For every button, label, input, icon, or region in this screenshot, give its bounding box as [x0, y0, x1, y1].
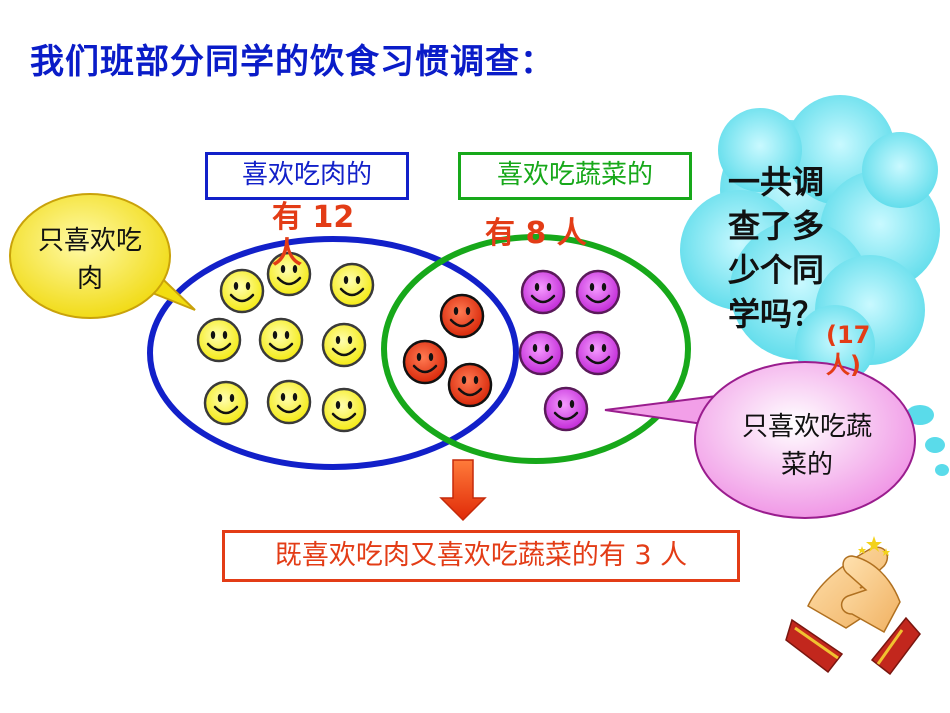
smiley-face-icon [575, 330, 621, 376]
smiley-face-icon [266, 379, 312, 425]
meat-set-ring [147, 236, 519, 470]
clapping-hands-icon [785, 546, 921, 676]
smiley-face-icon [575, 269, 621, 315]
smiley-face-icon [258, 317, 304, 363]
smiley-face-icon [520, 269, 566, 315]
meat-callout-bubble [9, 193, 196, 319]
thought-cloud [680, 95, 949, 476]
meat-set-count: 有 12 人 [272, 200, 355, 271]
veg-set-ring [381, 234, 691, 464]
smiley-face-icon [447, 362, 493, 408]
smiley-face-icon [321, 322, 367, 368]
smiley-face-icon [321, 387, 367, 433]
down-arrow-icon [439, 459, 487, 522]
smiley-face-icon [219, 268, 265, 314]
veg-callout-bubble [604, 361, 916, 519]
smiley-face-icon [439, 293, 485, 339]
cloud-answer: (17人) [826, 321, 871, 379]
smiley-face-icon [402, 339, 448, 385]
only-veg-callout: 只喜欢吃蔬菜的 [741, 412, 872, 480]
smiley-face-icon [543, 386, 589, 432]
veg-set-label: 喜欢吃蔬菜的 [458, 152, 692, 200]
smiley-face-icon [203, 380, 249, 426]
smiley-face-icon [196, 317, 242, 363]
page-title: 我们班部分同学的饮食习惯调查： [30, 42, 555, 82]
only-meat-callout: 只喜欢吃肉 [37, 226, 142, 294]
smiley-faces [196, 251, 621, 433]
smiley-face-icon [518, 330, 564, 376]
smiley-face-icon [329, 262, 375, 308]
veg-set-count: 有 8 人 [485, 216, 587, 251]
intersection-result-box: 既喜欢吃肉又喜欢吃蔬菜的有 3 人 [222, 530, 740, 582]
cloud-question: 一共调查了多少个同学吗？ [728, 163, 825, 333]
smiley-face-icon [266, 251, 312, 297]
meat-set-label: 喜欢吃肉的 [205, 152, 409, 200]
stars-icon [858, 536, 890, 556]
